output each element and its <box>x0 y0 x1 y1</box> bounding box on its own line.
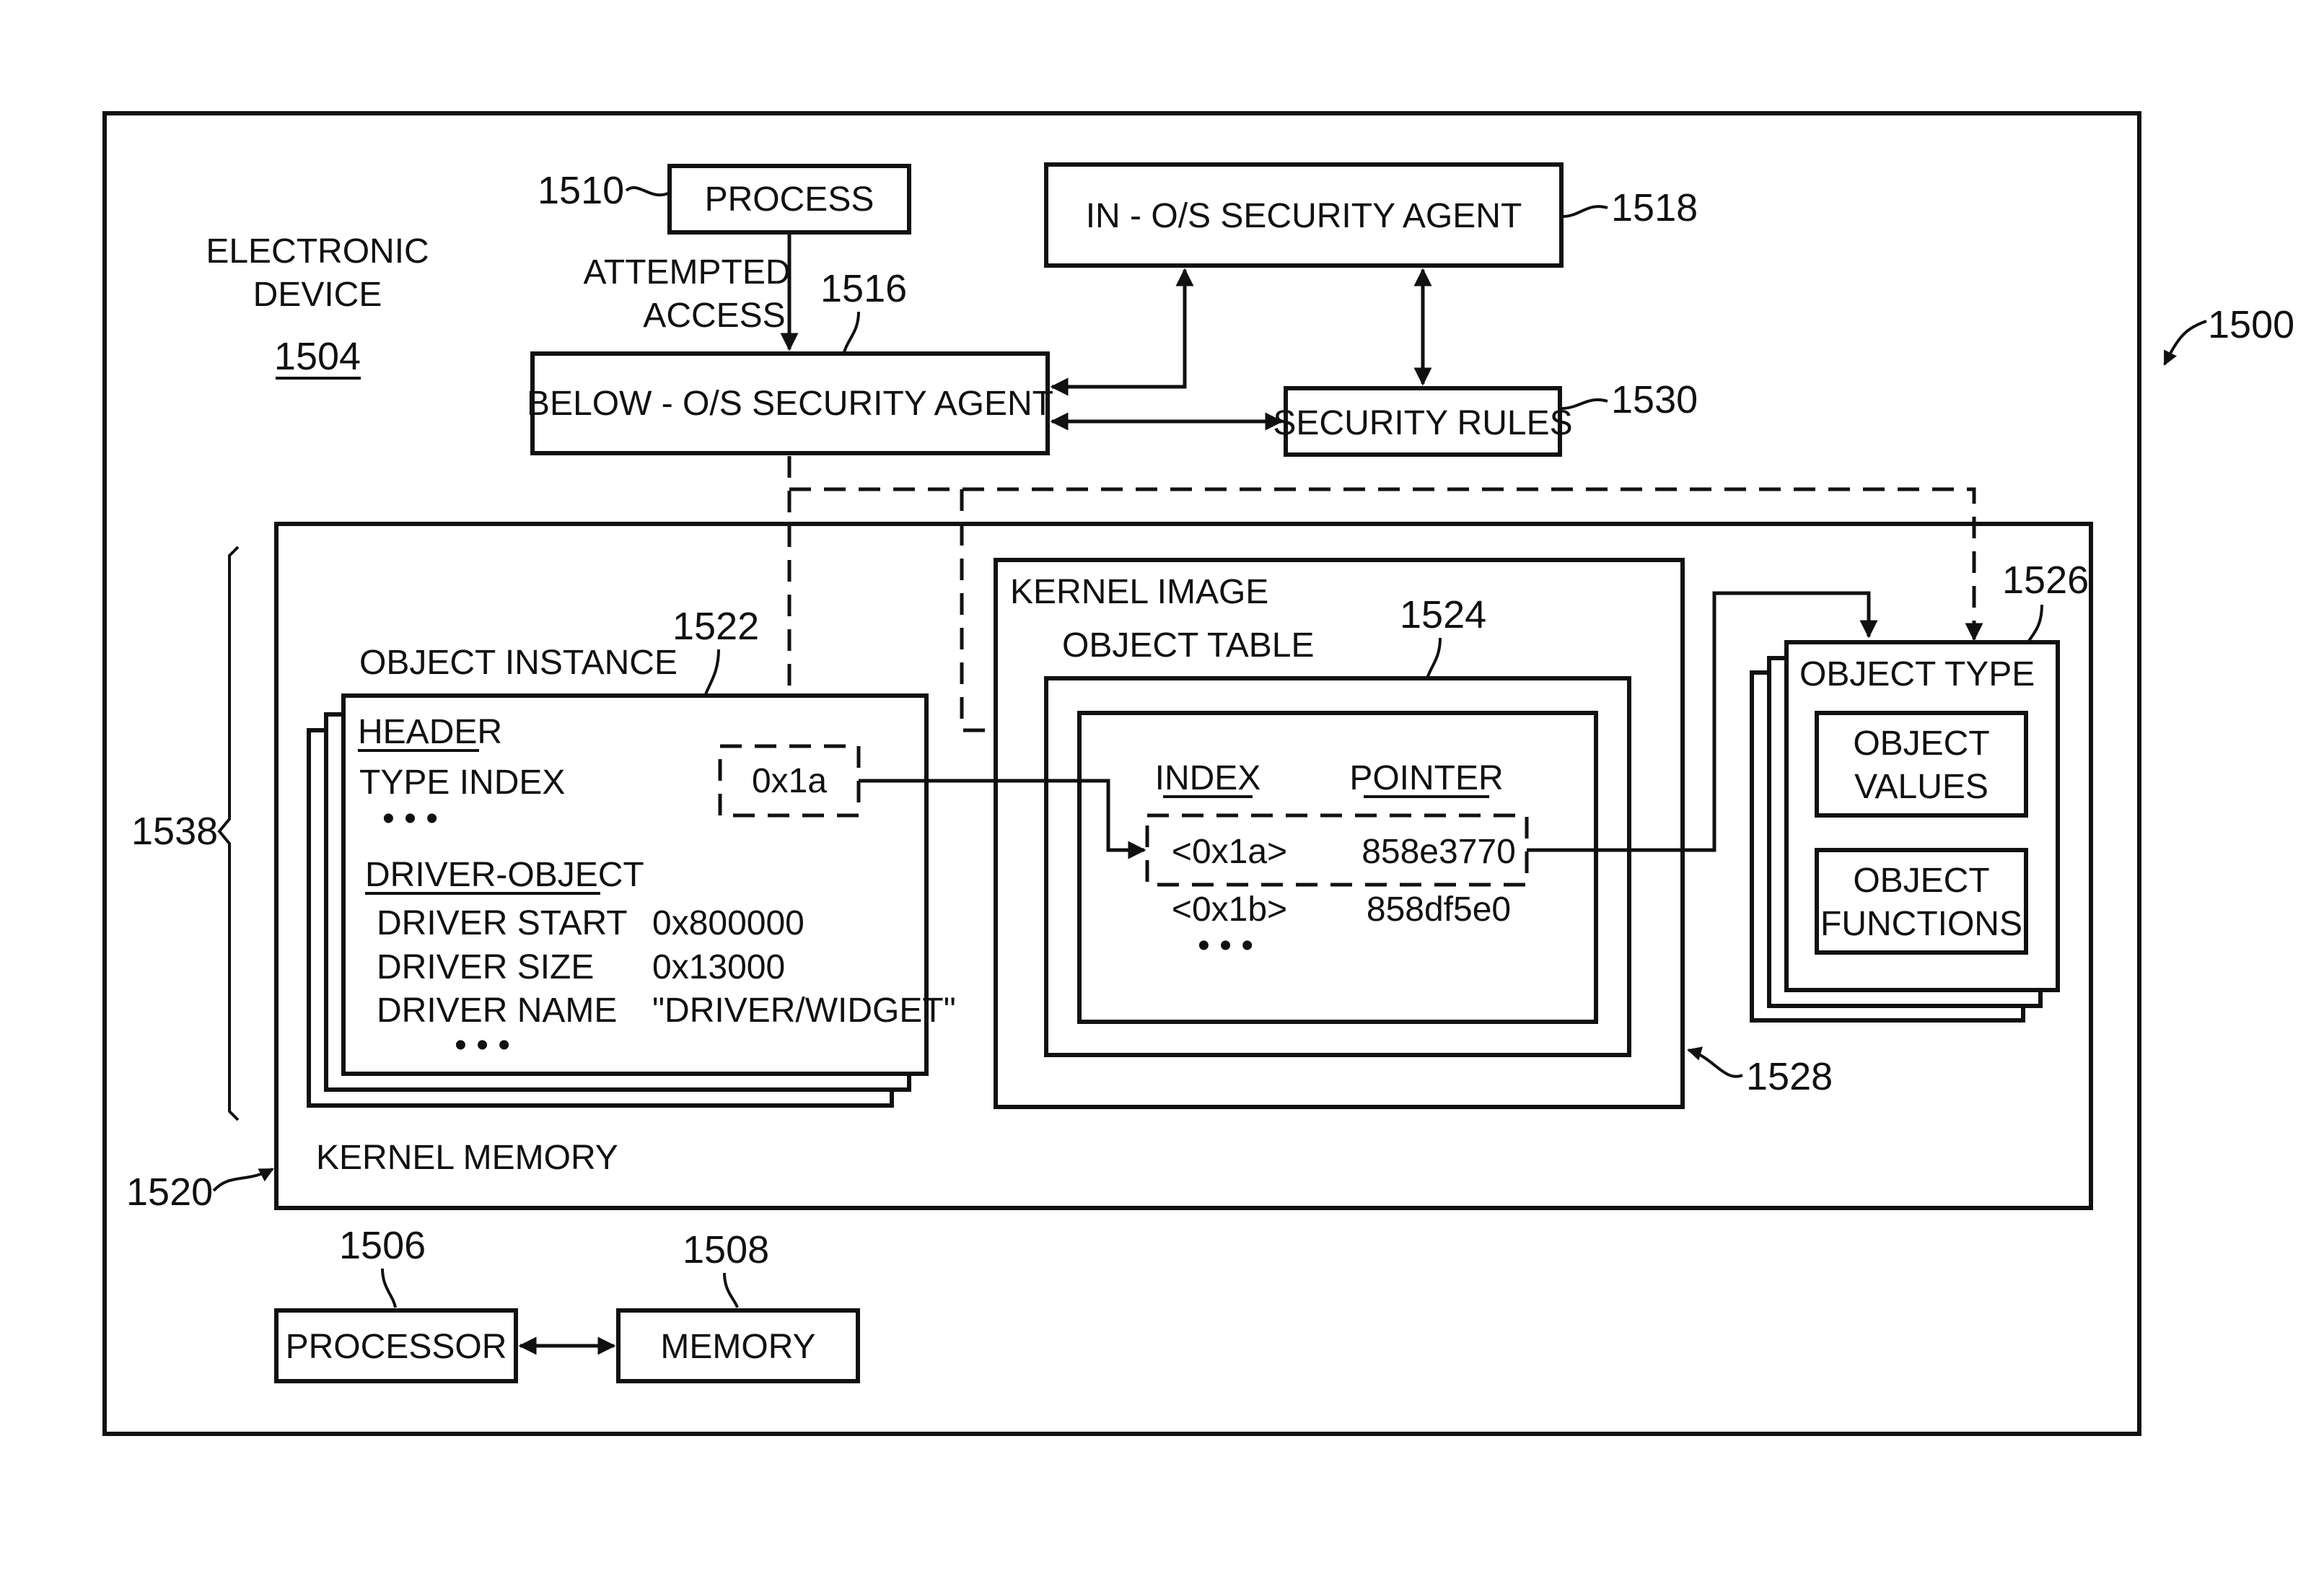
in-os-agent-ref: 1518 <box>1611 186 1698 229</box>
object-values-line1: OBJECT <box>1853 724 1989 763</box>
type-index-label: TYPE INDEX <box>359 763 565 802</box>
driver-object-ellipsis: • • • <box>455 1026 510 1064</box>
kernel-image-ref: 1528 <box>1746 1055 1833 1098</box>
object-table-ref: 1524 <box>1400 593 1486 636</box>
type-index-value: 0x1a <box>752 762 827 800</box>
object-type-label: OBJECT TYPE <box>1799 655 2035 693</box>
processor-ref: 1506 <box>339 1224 426 1267</box>
table-row-1-pointer: 858df5e0 <box>1367 890 1511 929</box>
object-functions-line1: OBJECT <box>1853 862 1989 900</box>
kernel-memory-label: KERNEL MEMORY <box>316 1139 618 1177</box>
process-label: PROCESS <box>705 180 874 219</box>
table-row-0-index: <0x1a> <box>1172 833 1287 871</box>
column-index-header: INDEX <box>1155 759 1261 797</box>
field-name-1: DRIVER SIZE <box>377 948 594 986</box>
security-rules-ref: 1530 <box>1611 378 1698 421</box>
figure-ref-1500-arrow <box>2165 321 2206 364</box>
object-values-line2: VALUES <box>1854 768 1988 806</box>
table-ellipsis: • • • <box>1198 927 1253 965</box>
figure-ref-1500: 1500 <box>2208 303 2294 346</box>
kernel-image-label: KERNEL IMAGE <box>1010 573 1268 611</box>
field-name-2: DRIVER NAME <box>377 991 617 1030</box>
below-os-agent-ref: 1516 <box>820 267 907 310</box>
object-instance-title: OBJECT INSTANCE <box>359 644 678 682</box>
header-ellipsis: • • • <box>382 800 438 838</box>
table-row-1-index: <0x1b> <box>1172 890 1287 929</box>
object-functions-line2: FUNCTIONS <box>1820 905 2022 943</box>
electronic-device-ref: 1504 <box>274 335 361 378</box>
object-type-ref: 1526 <box>2002 559 2089 602</box>
memory-label: MEMORY <box>660 1328 815 1366</box>
table-row-0-pointer: 858e3770 <box>1361 833 1516 871</box>
object-instance-ref: 1522 <box>672 605 759 648</box>
below-os-agent-label: BELOW - O/S SECURITY AGENT <box>527 385 1053 423</box>
field-value-2: "DRIVER/WIDGET" <box>652 991 956 1030</box>
process-ref: 1510 <box>538 169 624 212</box>
processor-label: PROCESSOR <box>286 1328 507 1366</box>
field-value-0: 0x800000 <box>652 904 804 942</box>
object-table-label: OBJECT TABLE <box>1062 626 1314 665</box>
electronic-device-label-2: DEVICE <box>253 276 382 314</box>
attempted-access-2: ACCESS <box>643 297 785 335</box>
field-name-0: DRIVER START <box>377 904 628 942</box>
kernel-memory-brace-ref: 1538 <box>131 810 218 853</box>
in-os-agent-label: IN - O/S SECURITY AGENT <box>1086 197 1522 235</box>
security-rules-label: SECURITY RULES <box>1273 404 1572 442</box>
field-value-1: 0x13000 <box>652 948 785 986</box>
header-label: HEADER <box>358 713 502 751</box>
kernel-memory-ref: 1520 <box>126 1170 213 1214</box>
memory-ref: 1508 <box>683 1228 769 1271</box>
attempted-access-1: ATTEMPTED <box>583 253 790 292</box>
electronic-device-label-1: ELECTRONIC <box>206 232 429 271</box>
column-pointer-header: POINTER <box>1349 759 1503 797</box>
driver-object-label: DRIVER-OBJECT <box>365 856 644 894</box>
